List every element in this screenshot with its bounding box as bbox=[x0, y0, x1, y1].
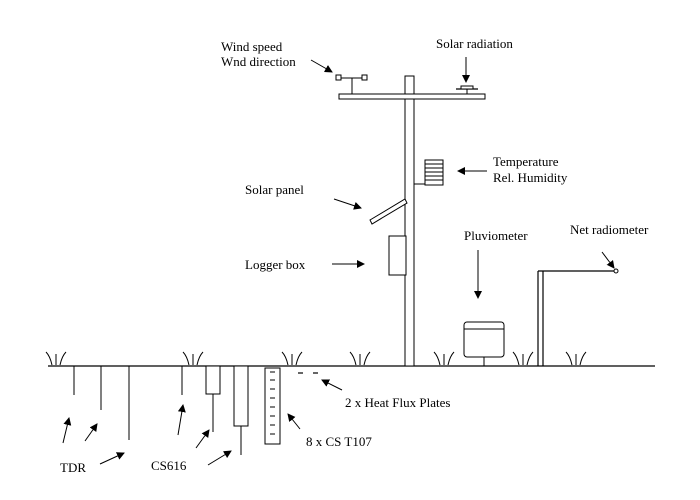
label-wind-speed: Wind speed bbox=[221, 39, 283, 54]
arrow-tdr-2 bbox=[84, 423, 98, 442]
cs-t107-string bbox=[264, 367, 281, 445]
pyranometer bbox=[456, 85, 478, 94]
net-radiometer bbox=[537, 268, 619, 366]
arrow-net-radiometer bbox=[601, 251, 615, 269]
mast bbox=[404, 75, 415, 367]
label-cs-t107: 8 x CS T107 bbox=[306, 434, 372, 449]
label-rel-humidity: Rel. Humidity bbox=[493, 170, 568, 185]
label-logger-box: Logger box bbox=[245, 257, 306, 272]
label-solar-panel: Solar panel bbox=[245, 182, 304, 197]
tdr-probes bbox=[73, 366, 130, 440]
label-solar-radiation: Solar radiation bbox=[436, 36, 513, 51]
logger-box bbox=[388, 235, 407, 276]
radiation-shield bbox=[414, 159, 444, 186]
label-net-radiometer: Net radiometer bbox=[570, 222, 649, 237]
arrow-tdr-3 bbox=[99, 452, 125, 465]
crossarm bbox=[338, 93, 486, 100]
arrow-cs-t107 bbox=[287, 413, 301, 430]
cs616-probes bbox=[181, 365, 249, 455]
pluviometer bbox=[463, 321, 505, 366]
wind-sensor bbox=[335, 74, 368, 94]
arrow-cs616-2 bbox=[195, 429, 210, 449]
arrows bbox=[62, 57, 615, 466]
arrow-heat-flux bbox=[321, 379, 343, 391]
arrow-solar-panel bbox=[333, 198, 362, 210]
label-temperature: Temperature bbox=[493, 154, 559, 169]
arrow-cs616-1 bbox=[177, 404, 186, 436]
label-heat-flux-plates: 2 x Heat Flux Plates bbox=[345, 395, 450, 410]
arrow-wind bbox=[310, 59, 333, 73]
solar-panel bbox=[369, 198, 408, 225]
label-pluviometer: Pluviometer bbox=[464, 228, 528, 243]
grass-tufts bbox=[45, 351, 587, 366]
label-cs616: CS616 bbox=[151, 458, 187, 473]
label-wind-direction: Wnd direction bbox=[221, 54, 296, 69]
arrow-tdr-1 bbox=[62, 417, 72, 444]
label-tdr: TDR bbox=[60, 460, 86, 475]
arrow-cs616-3 bbox=[207, 450, 232, 466]
